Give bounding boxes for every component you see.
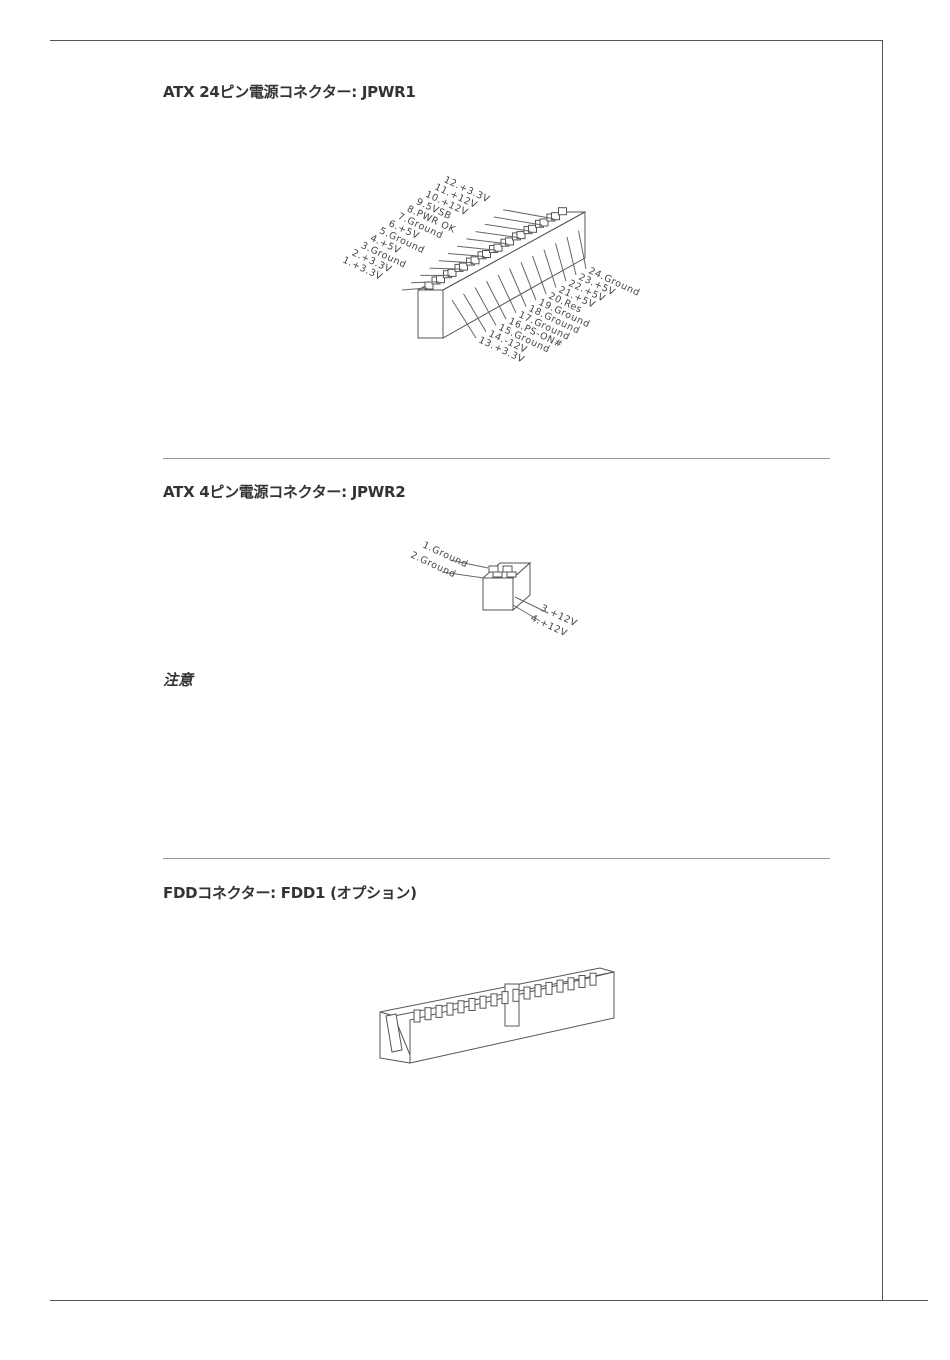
jpwr1-right-leader-line <box>486 280 507 320</box>
fdd1-connector-body <box>379 967 615 1064</box>
fdd1-pin <box>468 998 476 1011</box>
jpwr1-pin-cell <box>558 207 567 216</box>
jpwr1-left-leader-line <box>411 281 439 284</box>
top-rule <box>50 40 883 41</box>
jpwr1-pin-cell <box>516 231 526 240</box>
fdd1-pin <box>479 995 487 1009</box>
fdd1-pin <box>424 1007 432 1021</box>
section-divider-2 <box>163 858 830 859</box>
fdd1-pin <box>435 1004 443 1018</box>
section-divider-1 <box>163 458 830 459</box>
jpwr1-connector-body <box>417 207 586 339</box>
fdd1-pin <box>501 991 509 1005</box>
jpwr1-left-leader-line <box>503 209 554 220</box>
jpwr1-pin-cell <box>482 250 491 258</box>
jpwr1-left-leader-line <box>493 216 543 226</box>
jpwr1-pin-cell <box>528 224 537 233</box>
fdd1-pin <box>556 979 564 993</box>
fdd1-pin <box>578 975 586 988</box>
fdd1-pin <box>512 988 520 1002</box>
bottom-rule <box>50 1300 928 1301</box>
fdd1-pin <box>534 984 542 998</box>
jpwr1-pin-cell <box>470 256 480 265</box>
jpwr1-right-leader-line <box>555 243 567 282</box>
fdd1-pin <box>523 986 531 1000</box>
jpwr1-pin-cell <box>505 237 514 246</box>
jpwr1-right-leader-line <box>520 262 537 301</box>
jpwr1-left-leader-line <box>484 223 531 232</box>
jpwr1-pin-cell <box>459 262 468 271</box>
jpwr1-pin-cell <box>493 243 503 252</box>
fdd1-pin <box>446 1002 454 1016</box>
jpwr1-pin-cell <box>551 212 560 221</box>
jpwr1-left-leader-line <box>438 260 474 264</box>
jpwr1-right-leader-line <box>509 268 527 307</box>
jpwr1-right-leader-line <box>474 287 497 326</box>
jpwr1-heading: ATX 24ピン電源コネクター: JPWR1 <box>163 83 416 101</box>
jpwr2-heading: ATX 4ピン電源コネクター: JPWR2 <box>163 483 406 501</box>
jpwr1-right-leader-line <box>451 299 477 339</box>
jpwr1-left-leader-line <box>429 267 462 270</box>
fdd1-pin <box>567 977 575 991</box>
note-heading: 注意 <box>163 671 194 689</box>
jpwr1-left-leader-line <box>447 253 485 257</box>
jpwr1-left-leader-line <box>401 287 428 291</box>
jpwr1-right-leader-line <box>463 293 487 332</box>
jpwr1-right-leader-line <box>578 230 587 269</box>
fdd1-pin <box>457 1000 465 1014</box>
fdd1-pin <box>589 972 597 986</box>
jpwr1-left-leader-line <box>457 245 497 251</box>
fdd1-pin <box>490 993 498 1007</box>
fdd1-heading: FDDコネクター: FDD1 (オプション) <box>163 884 417 902</box>
jpwr1-left-leader-line <box>475 231 520 239</box>
jpwr1-right-leader-line <box>566 236 577 276</box>
fdd1-pin <box>413 1009 421 1023</box>
jpwr1-pin-cell <box>539 218 549 227</box>
jpwr1-pin-cell <box>447 268 457 277</box>
jpwr1-right-leader-line <box>497 274 517 314</box>
jpwr1-left-leader-line <box>466 238 508 245</box>
jpwr1-right-leader-line <box>532 255 547 295</box>
fdd1-pin <box>545 981 553 995</box>
jpwr1-right-leader-line <box>543 249 557 288</box>
right-rule <box>882 40 883 1300</box>
